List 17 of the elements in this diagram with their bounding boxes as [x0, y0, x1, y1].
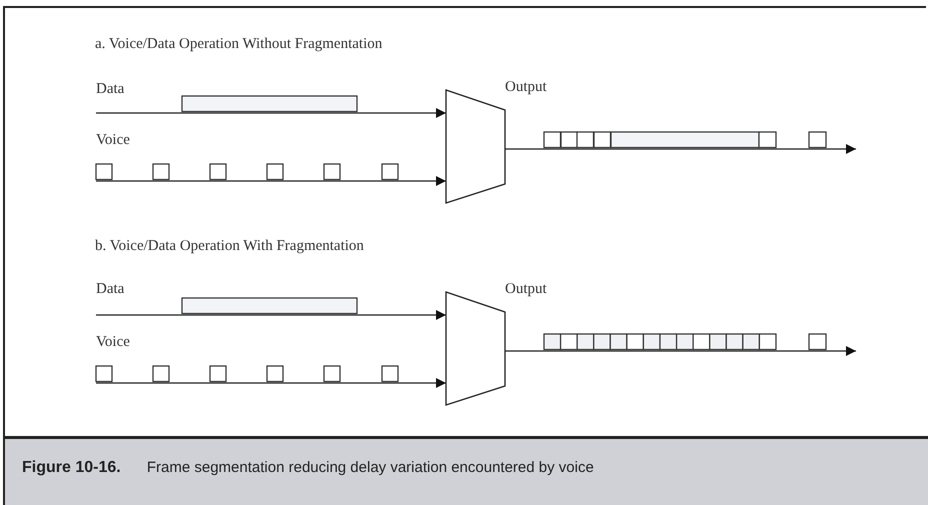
signal-label: Output — [505, 280, 547, 298]
signal-label: Data — [96, 80, 124, 98]
section-heading: a. Voice/Data Operation Without Fragmentation — [95, 35, 382, 53]
signal-label: Voice — [96, 333, 130, 351]
arrow — [505, 346, 856, 356]
signal-label: Voice — [96, 131, 130, 149]
multiplexer-shape — [446, 292, 505, 405]
arrow — [96, 108, 446, 118]
arrow — [96, 378, 446, 388]
signal-label: Output — [505, 78, 547, 96]
arrow — [96, 176, 446, 186]
arrow — [505, 144, 856, 154]
figure-caption: Figure 10-16. Frame segmentation reducing delay variation encountered by voice — [22, 459, 594, 477]
multiplexer-shape — [446, 90, 505, 203]
section-heading: b. Voice/Data Operation With Fragmentation — [95, 237, 364, 255]
arrow — [96, 310, 446, 320]
signal-label: Data — [96, 280, 124, 298]
